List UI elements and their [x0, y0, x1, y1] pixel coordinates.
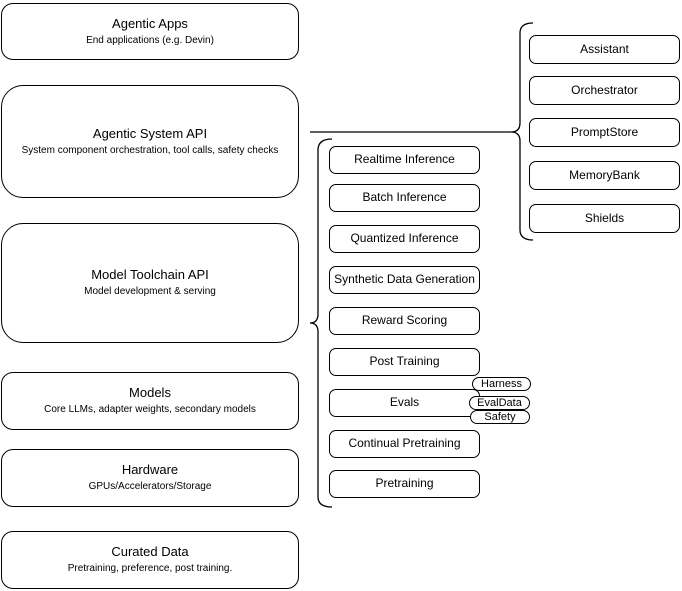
quantized-inference-box: Quantized Inference	[329, 225, 480, 253]
node-models: Models Core LLMs, adapter weights, secon…	[1, 372, 299, 430]
realtime-inference-box: Realtime Inference	[329, 146, 480, 174]
node-subtitle: Pretraining, preference, post training.	[67, 563, 233, 575]
synthetic-data-generation-box: Synthetic Data Generation	[329, 266, 480, 294]
node-title: Hardware	[121, 462, 179, 478]
reward-scoring-box: Reward Scoring	[329, 307, 480, 335]
node-subtitle: System component orchestration, tool cal…	[21, 144, 279, 156]
node-subtitle: End applications (e.g. Devin)	[86, 34, 214, 46]
assistant-box: Assistant	[529, 35, 680, 64]
evals-box: Evals	[329, 389, 480, 417]
node-hardware: Hardware GPUs/Accelerators/Storage	[1, 449, 299, 507]
promptstore-box: PromptStore	[529, 118, 680, 147]
node-agentic-apps: Agentic Apps End applications (e.g. Devi…	[1, 3, 299, 60]
continual-pretraining-box: Continual Pretraining	[329, 430, 480, 458]
pretraining-box: Pretraining	[329, 470, 480, 498]
eval-tag-harness: Harness	[472, 377, 531, 391]
node-title: Model Toolchain API	[91, 267, 209, 283]
node-title: Agentic System API	[92, 125, 208, 141]
orchestrator-box: Orchestrator	[529, 76, 680, 105]
node-subtitle: GPUs/Accelerators/Storage	[88, 481, 212, 493]
node-title: Agentic Apps	[112, 15, 188, 31]
memorybank-box: MemoryBank	[529, 161, 680, 190]
node-title: Models	[129, 385, 171, 401]
node-model-toolchain-api: Model Toolchain API Model development & …	[1, 223, 299, 343]
post-training-box: Post Training	[329, 348, 480, 376]
node-title: Curated Data	[111, 544, 189, 560]
node-agentic-system-api: Agentic System API System component orch…	[1, 85, 299, 198]
node-curated-data: Curated Data Pretraining, preference, po…	[1, 531, 299, 589]
eval-tag-safety: Safety	[470, 410, 530, 424]
node-subtitle: Core LLMs, adapter weights, secondary mo…	[44, 404, 256, 416]
batch-inference-box: Batch Inference	[329, 184, 480, 212]
eval-tag-evaldata: EvalData	[469, 396, 530, 410]
node-subtitle: Model development & serving	[84, 286, 216, 298]
shields-box: Shields	[529, 204, 680, 233]
